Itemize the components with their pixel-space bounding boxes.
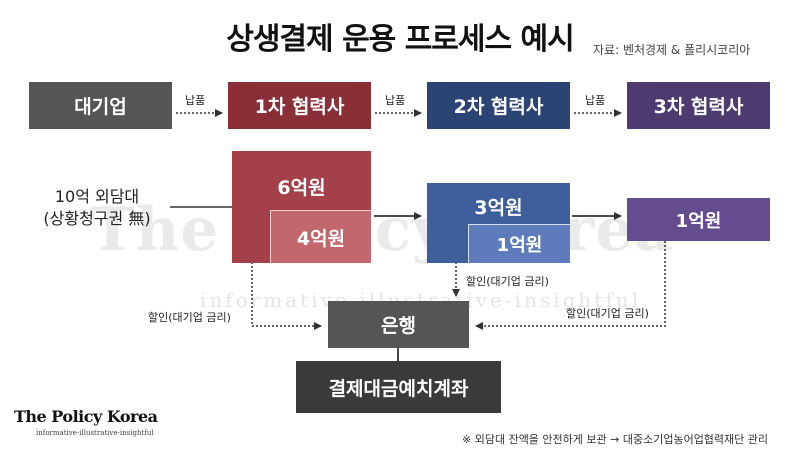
discount-label-tier3: 할인(대기업 금리) (566, 307, 649, 320)
tier2-supplier-label: 2차 협력사 (453, 96, 544, 118)
page-title: 상생결제 운용 프로세스 예시 (226, 22, 575, 57)
receivable-loan-amount: 10억 외담대 (54, 187, 140, 206)
tier3-amount: 1억원 (675, 210, 722, 232)
receivable-loan-note: 10억 외담대 (상황청구권 無) (22, 186, 172, 230)
bank-label: 은행 (381, 315, 416, 337)
escrow-account-label: 결제대금예치계좌 (328, 377, 469, 400)
source-note: 자료: 벤처경제 & 폴리시코리아 (593, 43, 751, 57)
delivery-label-3: 납품 (585, 94, 606, 107)
publisher-logo: The Policy Korea (14, 407, 158, 426)
publisher-tagline: informative-illustrative-insightful (36, 429, 154, 437)
discount-label-tier2: 할인(대기업 금리) (466, 275, 549, 288)
tier1-total-amount: 6억원 (277, 177, 326, 199)
tier1-supplier-label: 1차 협력사 (254, 96, 345, 118)
tier2-supplier-box: 2차 협력사 (427, 82, 570, 129)
receivable-loan-condition: (상황청구권 無) (43, 209, 151, 228)
tier2-passed-amount: 1억원 (496, 235, 543, 256)
delivery-label-2: 납품 (385, 94, 406, 107)
tier2-total-amount: 3억원 (474, 197, 523, 219)
discount-label-tier1: 할인(대기업 금리) (148, 311, 231, 324)
large-company-label: 대기업 (74, 96, 127, 118)
tier1-passed-amount: 4억원 (296, 227, 346, 250)
discount-path-tier3 (475, 241, 666, 330)
tier3-supplier-box: 3차 협력사 (627, 82, 770, 129)
footnote: ※ 외담대 잔액을 안전하게 보관 → 대중소기업농어업협력재단 관리 (462, 433, 769, 446)
tier3-amount-box: 1억원 (627, 198, 770, 241)
delivery-label-1: 납품 (185, 94, 206, 107)
discount-path-tier1 (251, 262, 322, 330)
tier1-inner-box: 4억원 (270, 210, 371, 263)
escrow-account-box: 결제대금예치계좌 (296, 361, 501, 413)
tier3-supplier-label: 3차 협력사 (653, 96, 744, 118)
large-company-box: 대기업 (29, 82, 172, 129)
tier1-supplier-box: 1차 협력사 (228, 82, 371, 129)
bank-box: 은행 (328, 301, 469, 348)
tier2-inner-box: 1억원 (468, 224, 570, 263)
